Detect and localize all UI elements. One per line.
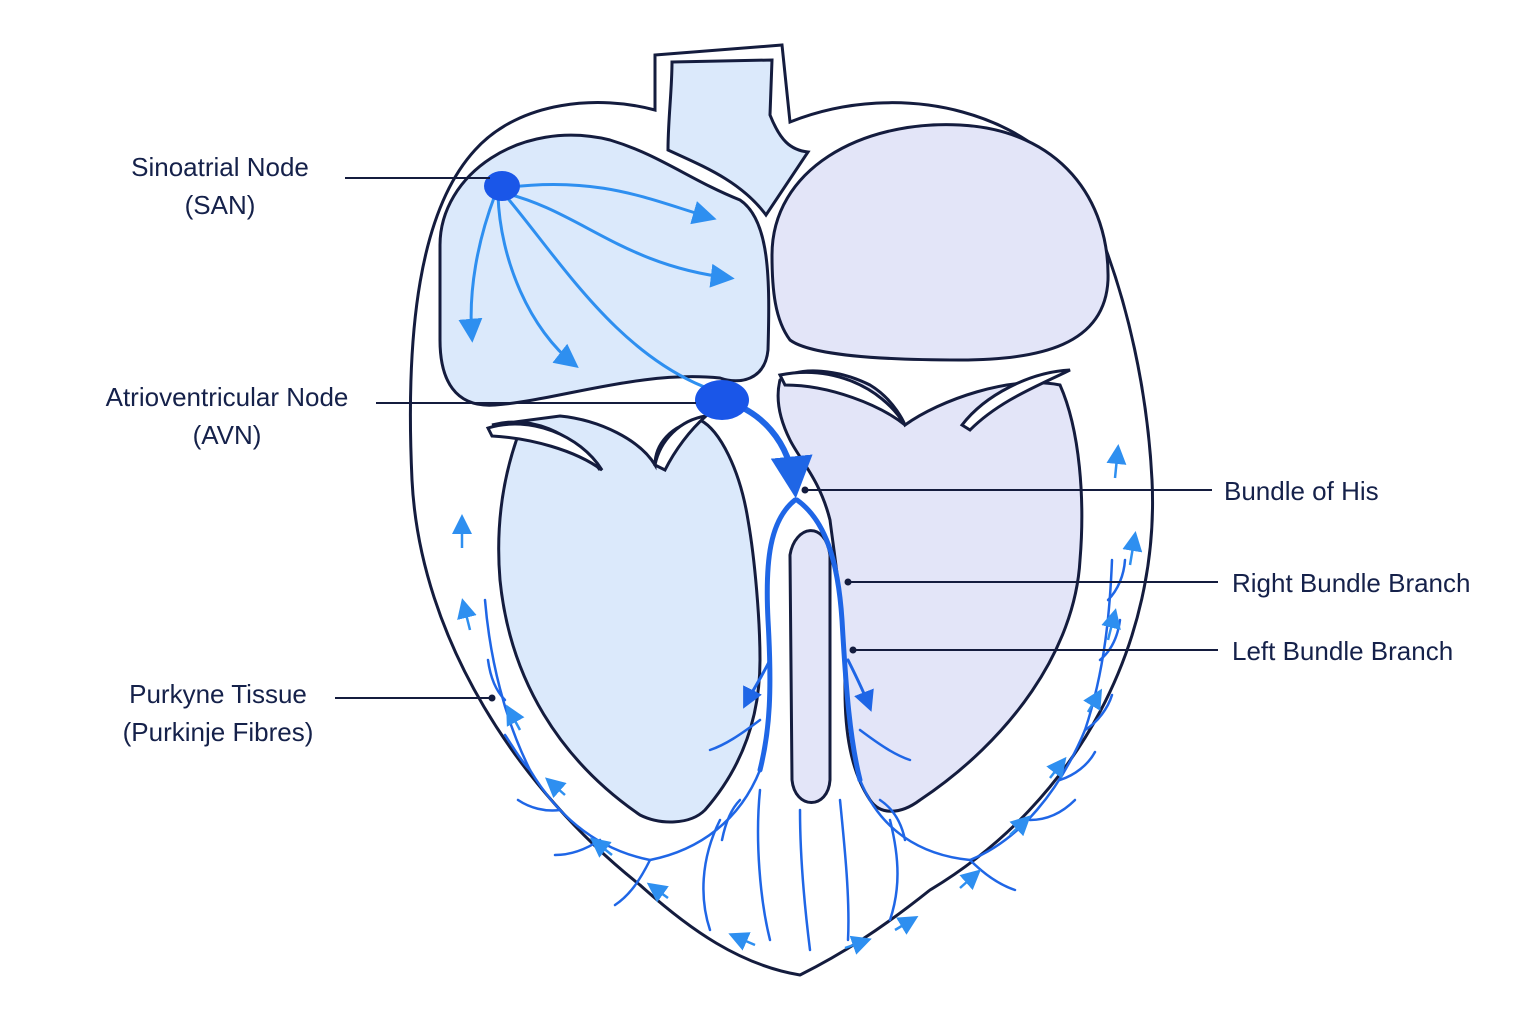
label-avn-line1: Atrioventricular Node [105,382,349,412]
leader-dot [844,578,852,586]
impulse-arrow [501,182,717,225]
label-purkyne-line2: (Purkinje Fibres) [122,717,314,747]
left-branch-arrow [846,658,874,712]
leader-dots [488,486,857,702]
label-avn-line2: (AVN) [192,420,262,450]
atrial-impulse-arrows [458,182,735,394]
label-san-line2: (SAN) [184,190,256,220]
label-right-bundle-branch: Right Bundle Branch [1232,564,1470,602]
label-left-bundle-branch-text: Left Bundle Branch [1232,636,1454,666]
leader-lines [335,177,1218,699]
right-bundle-branch-path [757,497,798,773]
wall-arrow [589,837,613,858]
label-purkyne-line1: Purkyne Tissue [129,679,307,709]
ventricular-septum [788,529,832,804]
label-left-bundle-branch: Left Bundle Branch [1232,632,1453,670]
impulse-arrow [496,194,579,368]
tricuspid-valve-flap-left [485,422,604,472]
wall-arrow [646,882,669,903]
right-branch-arrow [743,658,772,709]
wall-arrow [1009,815,1031,837]
label-purkyne-tissue: Purkyne Tissue (Purkinje Fibres) [100,675,336,751]
wall-arrow [457,598,477,631]
wall-arrow [1106,444,1127,479]
label-sinoatrial-node: Sinoatrial Node (SAN) [100,148,340,224]
left-atrium [770,123,1110,362]
wall-arrow [894,915,919,935]
aorta [666,58,811,218]
wall-arrow [545,777,567,799]
wall-arrow [728,932,756,951]
wall-arrow [844,935,872,955]
left-bundle-branch-path [794,497,863,783]
leader-dot [849,646,857,654]
mitral-valve-flap-left [777,370,907,427]
impulse-arrow [458,194,497,343]
wall-arrow [1046,756,1067,779]
wall-arrow [1101,608,1121,641]
label-san-line1: Sinoatrial Node [131,152,309,182]
wall-arrow [506,704,525,731]
wall-arrow [959,869,981,891]
impulse-arrow [503,194,719,394]
label-bundle-of-his: Bundle of His [1224,472,1379,510]
wall-arrow [1083,688,1103,713]
atrioventricular-node [695,380,749,420]
wall-arrow [1122,531,1143,566]
mitral-valve-flap-right [959,368,1071,432]
leader-dot [801,486,809,494]
wall-impulse-arrows [452,444,1143,955]
label-bundle-of-his-text: Bundle of His [1224,476,1379,506]
label-atrioventricular-node: Atrioventricular Node (AVN) [76,378,378,454]
impulse-arrow [499,190,735,288]
sinoatrial-node [484,171,520,201]
label-right-bundle-branch-text: Right Bundle Branch [1232,568,1471,598]
leader-dot [488,694,496,702]
right-atrium [438,133,771,407]
